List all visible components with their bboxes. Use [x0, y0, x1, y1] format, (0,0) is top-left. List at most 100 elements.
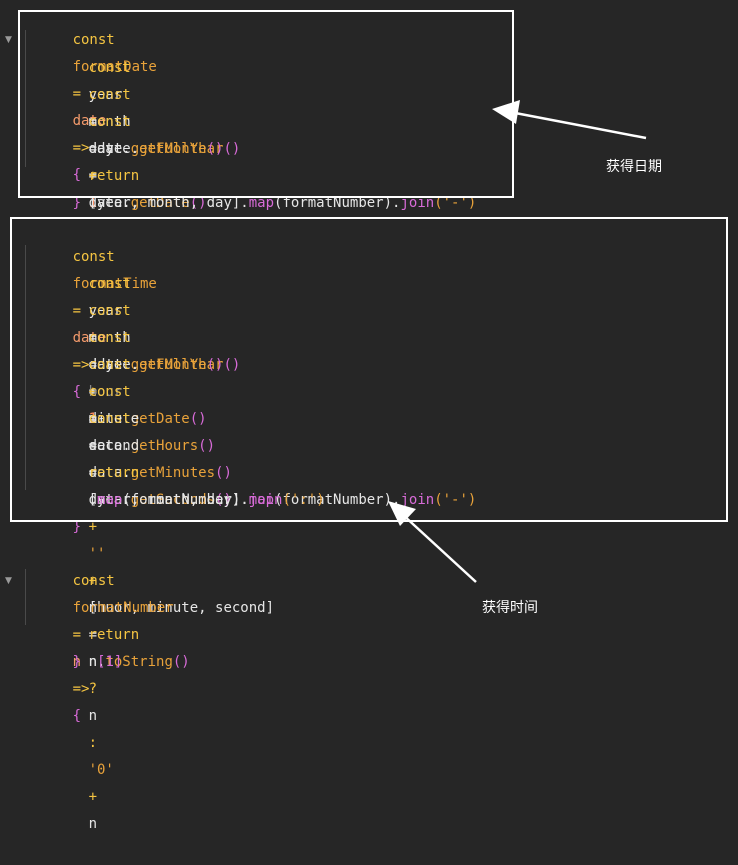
identifier: n — [88, 600, 98, 616]
identifier: year — [88, 87, 123, 103]
call-args: (formatNumber) — [274, 492, 393, 508]
operator: : — [88, 735, 98, 751]
operator: = — [88, 627, 98, 643]
keyword: const — [88, 357, 131, 373]
operator: ? — [88, 681, 98, 697]
identifier: data. — [88, 492, 131, 508]
dot: . — [392, 492, 401, 508]
code-line[interactable]: return [year, month, day].map(formatNumb… — [0, 433, 477, 616]
keyword: const — [72, 249, 115, 265]
code-line[interactable]: return n[1] ? n : '0' + n — [0, 595, 140, 832]
dot: . — [240, 195, 249, 211]
keyword: const — [72, 573, 115, 589]
code-line[interactable]: const hour = data.getHours() — [0, 325, 215, 454]
operator: = — [88, 384, 98, 400]
string-literal: '' — [88, 546, 106, 562]
method-call: getMonth — [139, 141, 207, 157]
operator: = — [72, 627, 82, 643]
time-annotation-label: 获得时间 — [482, 600, 538, 616]
dot: . — [88, 492, 98, 508]
code-line[interactable]: const minute = data.getMinutes() — [0, 352, 232, 481]
code-line[interactable]: const year = date.getFullYear() — [0, 244, 241, 373]
method-call: getDate — [130, 195, 190, 211]
parameter: date — [72, 330, 107, 346]
identifier: data. — [88, 465, 131, 481]
operator: = — [88, 168, 98, 184]
operator: = — [88, 465, 98, 481]
indent-guide — [25, 245, 26, 490]
operator: + — [88, 384, 98, 400]
code-line[interactable]: const year = date.getFullYear() — [0, 28, 241, 157]
array-literal: [year, month, day] — [88, 492, 241, 508]
dot: . — [240, 492, 249, 508]
parens: () — [215, 465, 232, 481]
code-line[interactable]: const month =date.getMonth() + 1 — [0, 55, 224, 211]
array-literal: [huor, minute, second] — [88, 600, 275, 616]
string-args: (':') — [282, 492, 325, 508]
fold-chevron-icon[interactable]: ▼ — [5, 576, 12, 586]
identifier: date. — [88, 141, 131, 157]
parens: () — [172, 654, 190, 670]
keyword: return — [88, 465, 140, 481]
identifier: =date. — [88, 357, 140, 373]
identifier: data. — [88, 438, 131, 454]
keyword: const — [72, 32, 115, 48]
parens: () — [206, 357, 224, 373]
method-call: getMonth — [139, 357, 207, 373]
parens: () — [215, 492, 232, 508]
brace: { — [72, 167, 82, 183]
code-line[interactable]: } — [0, 622, 81, 670]
method-call: map — [248, 195, 275, 211]
array-literal: [year, month, day] — [88, 195, 241, 211]
parens: () — [206, 141, 224, 157]
operator: + — [88, 573, 98, 589]
code-line[interactable]: .map(formatNumber).join(':') — [0, 460, 325, 508]
operator: = — [72, 303, 82, 319]
function-name: formatTime — [72, 276, 157, 292]
method-call: map — [248, 492, 275, 508]
code-line[interactable]: const day = date.getDate() — [0, 82, 207, 211]
method-call: getDate — [130, 411, 190, 427]
fold-chevron-icon[interactable]: ▼ — [5, 35, 12, 45]
method-call: map — [97, 492, 123, 508]
brace: } — [72, 654, 82, 670]
operator: = — [88, 411, 98, 427]
identifier: month — [88, 330, 131, 346]
operator: = — [88, 438, 98, 454]
brace: } — [72, 519, 82, 535]
keyword: return — [88, 168, 140, 184]
method-call: join — [400, 195, 435, 211]
code-line[interactable]: const formatTime = date => { — [0, 217, 157, 400]
function-name: formatNumber — [72, 600, 174, 616]
operator: = — [88, 330, 98, 346]
code-line[interactable]: n = n.toString() — [0, 568, 190, 670]
function-name: formatDate — [72, 59, 157, 75]
string-args: ('-') — [434, 492, 477, 508]
indent-guide — [25, 30, 26, 167]
format-date-highlight-box — [18, 10, 514, 198]
code-line[interactable]: return [year, month, day].map(formatNumb… — [0, 136, 477, 211]
parens: () — [189, 195, 207, 211]
operator: => — [72, 140, 90, 156]
identifier: day — [88, 357, 114, 373]
code-line[interactable]: ▼ const formatNumber = n => { — [0, 541, 174, 724]
code-line[interactable]: const month =date.getMonth() + 1 — [0, 271, 224, 427]
indent-guide — [25, 569, 26, 625]
method-call: getMinutes — [130, 465, 216, 481]
code-line[interactable]: ▼ const formatDate = date => { — [0, 0, 157, 183]
parens: () — [198, 438, 216, 454]
index-access: [1] — [97, 654, 123, 670]
identifier: second — [88, 438, 140, 454]
code-line[interactable]: } — [0, 487, 81, 535]
string-literal: '0' — [88, 762, 114, 778]
code-line[interactable]: const second = data.getSeconds() — [0, 379, 232, 508]
keyword: const — [88, 87, 131, 103]
operator: + — [88, 789, 98, 805]
identifier: minute — [88, 411, 140, 427]
identifier: n — [88, 816, 98, 832]
identifier: date. — [88, 357, 131, 373]
operator: + — [88, 168, 98, 184]
code-line[interactable]: const day = date.getDate() — [0, 298, 207, 427]
method-call: getHours — [130, 438, 199, 454]
code-line[interactable]: } — [0, 163, 81, 211]
